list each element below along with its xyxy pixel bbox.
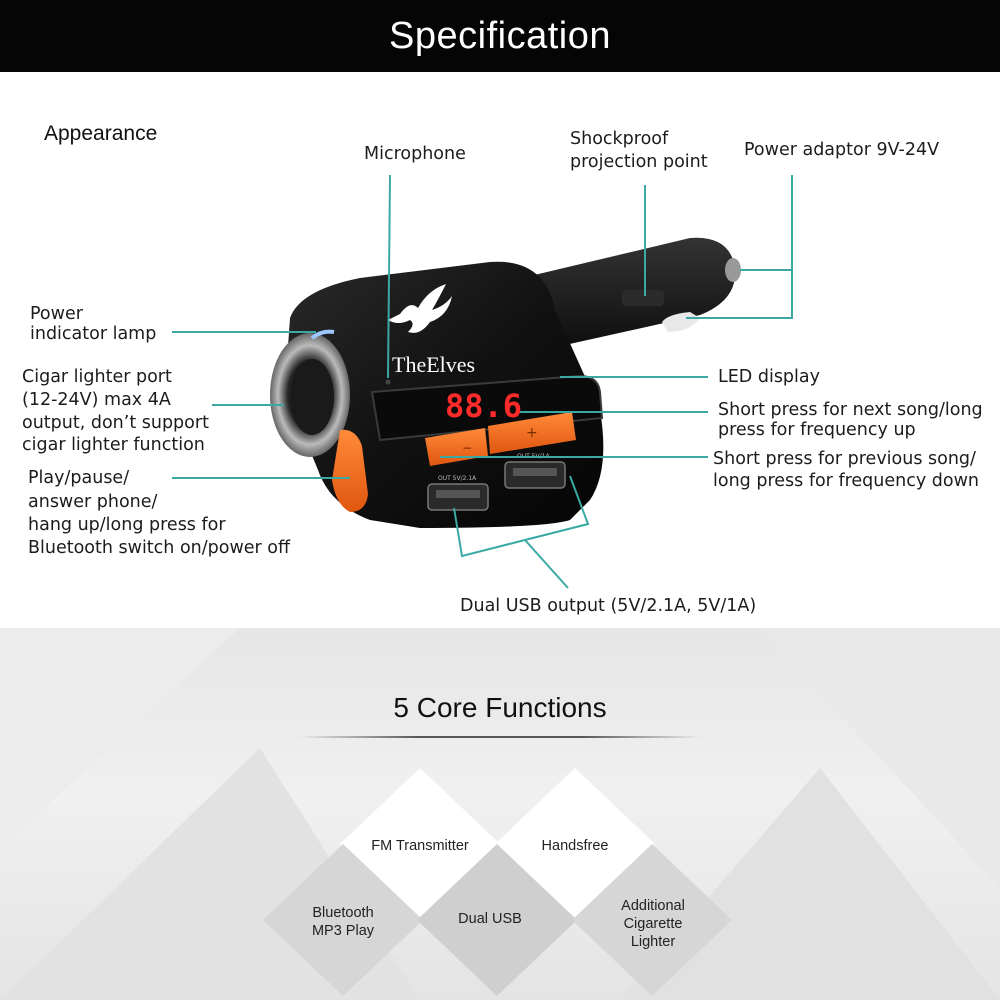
label-shockproof-2: projection point bbox=[570, 152, 708, 172]
page-title: Specification bbox=[389, 14, 611, 57]
functions-title: 5 Core Functions bbox=[393, 692, 607, 723]
label-shockproof-1: Shockproof bbox=[570, 129, 669, 149]
label-dual-usb: Dual USB output (5V/2.1A, 5V/1A) bbox=[460, 596, 757, 616]
function-additional-1: Additional bbox=[621, 898, 685, 914]
function-bluetooth-1: Bluetooth bbox=[312, 905, 374, 921]
function-bluetooth-2: MP3 Play bbox=[311, 923, 375, 939]
label-play-1: Play/pause/ bbox=[28, 468, 130, 488]
label-play-4: Bluetooth switch on/power off bbox=[28, 538, 291, 558]
functions-background bbox=[0, 628, 1000, 1000]
label-power-adaptor: Power adaptor 9V-24V bbox=[744, 140, 940, 160]
diamond-cigarette bbox=[572, 844, 732, 996]
label-power-indicator-2: indicator lamp bbox=[30, 324, 157, 344]
label-led-display: LED display bbox=[718, 367, 820, 387]
function-additional-2: Cigarette bbox=[623, 916, 683, 932]
diamond-bluetooth bbox=[263, 844, 423, 996]
function-dual-usb: Dual USB bbox=[458, 911, 522, 927]
label-microphone: Microphone bbox=[364, 144, 466, 164]
function-fm: FM Transmitter bbox=[371, 838, 469, 854]
label-prev-2: long press for frequency down bbox=[713, 471, 979, 491]
diamond-dual-usb bbox=[417, 844, 577, 996]
label-cigar-3: output, don’t support bbox=[22, 413, 209, 433]
label-power-indicator-1: Power bbox=[30, 304, 83, 324]
function-additional-3: Lighter bbox=[630, 934, 676, 950]
appearance-title: Appearance bbox=[44, 122, 158, 145]
label-play-2: answer phone/ bbox=[28, 492, 158, 512]
label-cigar-1: Cigar lighter port bbox=[22, 367, 172, 387]
functions-section: 5 Core Functions FM Transmitter Handsfre… bbox=[0, 628, 1000, 1000]
label-play-3: hang up/long press for bbox=[28, 515, 226, 535]
function-handsfree: Handsfree bbox=[541, 838, 609, 854]
label-cigar-4: cigar lighter function bbox=[22, 435, 205, 455]
label-next-1: Short press for next song/long bbox=[718, 400, 983, 420]
label-prev-1: Short press for previous song/ bbox=[713, 449, 976, 469]
functions-divider bbox=[300, 736, 700, 738]
header-bar: Specification bbox=[0, 0, 1000, 72]
label-cigar-2: (12-24V) max 4A bbox=[22, 390, 171, 410]
label-next-2: press for frequency up bbox=[718, 420, 916, 440]
